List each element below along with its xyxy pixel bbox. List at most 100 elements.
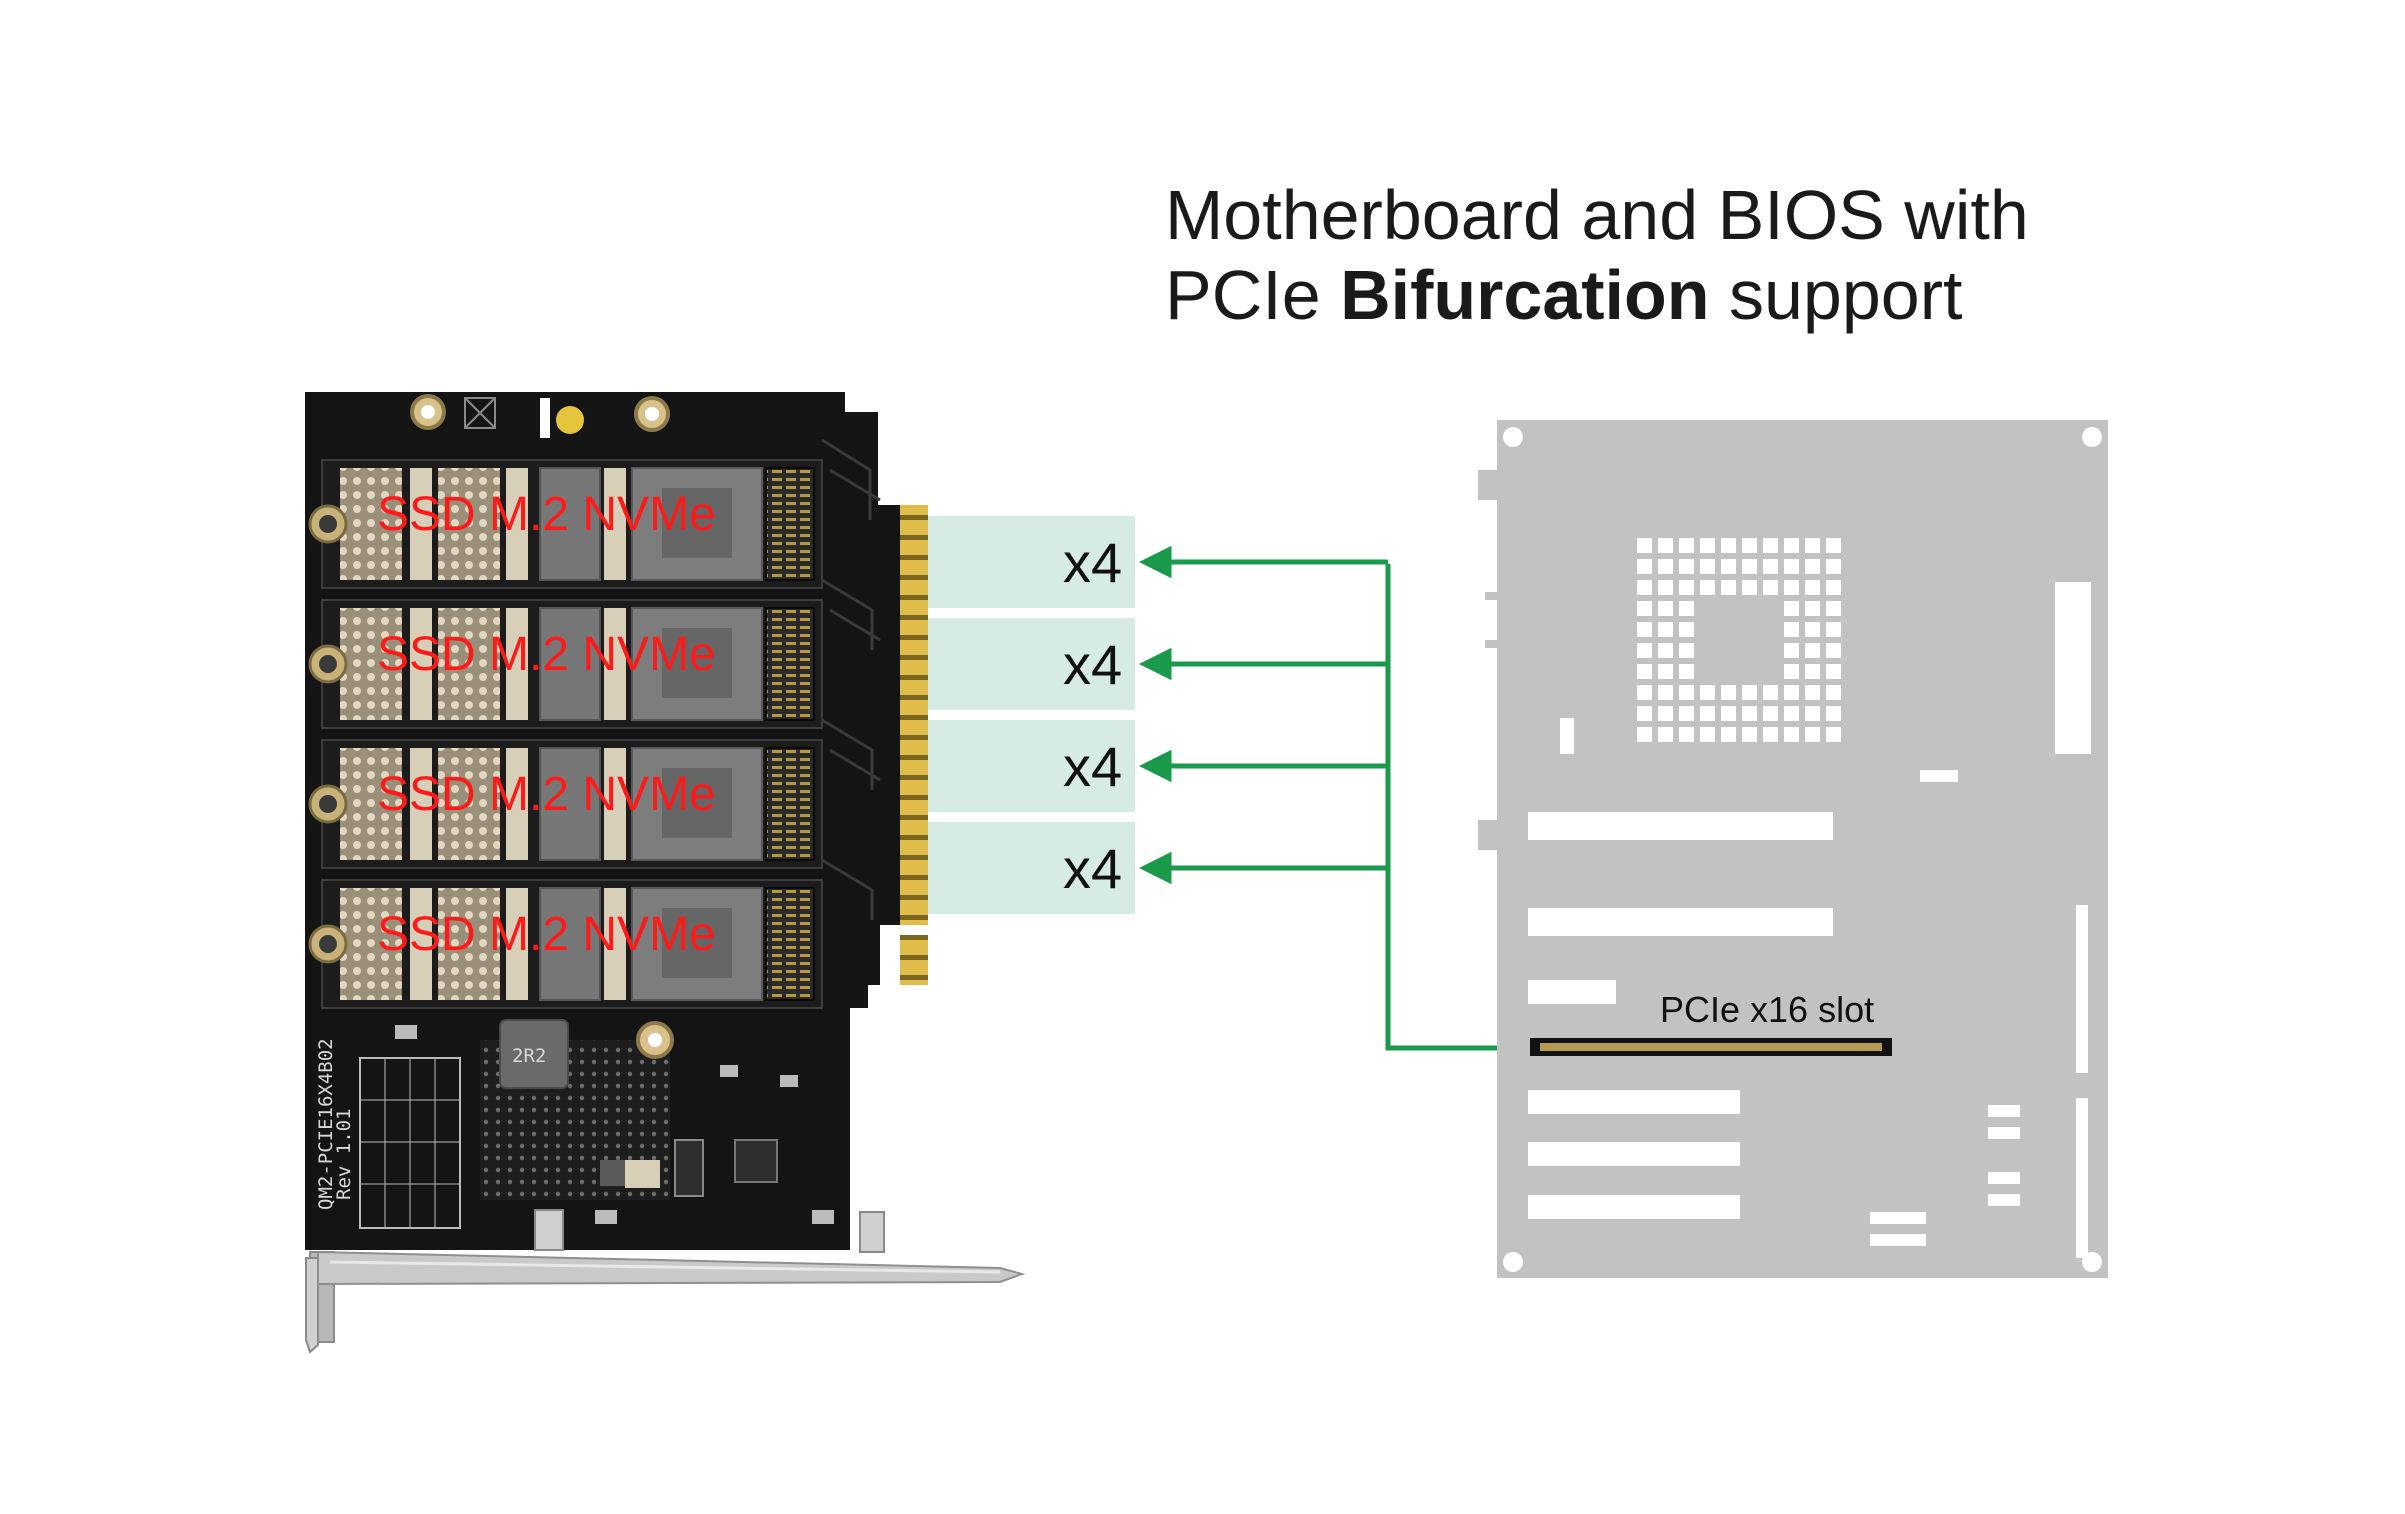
socket-pad <box>1763 727 1778 742</box>
socket-pad <box>1658 580 1673 595</box>
socket-pad <box>1742 538 1757 553</box>
socket-pad <box>1763 559 1778 574</box>
socket-pad <box>1805 601 1820 616</box>
lane-label-4: x4 <box>1063 837 1122 900</box>
header-block-4 <box>1988 1194 2020 1206</box>
socket-pad <box>1700 685 1715 700</box>
pcb-model-silkscreen: QM2-PCIE16X4B02 <box>315 1038 337 1210</box>
header-block-1 <box>1988 1105 2020 1117</box>
expansion-slot-2 <box>1528 908 1833 936</box>
socket-pad <box>1826 580 1841 595</box>
socket-pad <box>1658 685 1673 700</box>
expansion-slot-7 <box>1528 1195 1740 1219</box>
socket-pad <box>1700 727 1715 742</box>
socket-pad <box>1784 538 1799 553</box>
socket-pad <box>1763 706 1778 721</box>
socket-pad <box>1742 580 1757 595</box>
socket-pad <box>1658 706 1673 721</box>
gold-edge-connector-key <box>900 935 928 985</box>
lane-label-1: x4 <box>1063 531 1122 594</box>
socket-pad <box>1721 580 1736 595</box>
socket-pad <box>1826 601 1841 616</box>
socket-pad <box>1679 622 1694 637</box>
socket-pad <box>1742 727 1757 742</box>
socket-pad <box>1784 727 1799 742</box>
lane-label-3: x4 <box>1063 735 1122 798</box>
header-block-2 <box>1988 1127 2020 1139</box>
socket-pad <box>1805 706 1820 721</box>
mounting-hole-bl <box>1503 1252 1523 1272</box>
socket-pad <box>1805 727 1820 742</box>
pcie-slot-label: PCIe x16 slot <box>1660 989 1874 1030</box>
socket-pad <box>1658 643 1673 658</box>
header-block-5 <box>1870 1212 1926 1224</box>
lane-box-1 <box>928 516 1135 608</box>
socket-pad <box>1805 538 1820 553</box>
lane-label-2: x4 <box>1063 633 1122 696</box>
m2-slot-4 <box>308 879 823 1009</box>
socket-pad <box>1637 580 1652 595</box>
socket-pad <box>1805 622 1820 637</box>
motherboard-outline <box>1478 420 2108 1278</box>
m2-slot-1 <box>308 459 823 589</box>
socket-pad <box>1826 685 1841 700</box>
side-connector-2 <box>2076 1098 2088 1258</box>
pcb-electronics: 2R2 QM2-PCIE <box>315 1019 885 1253</box>
socket-pad <box>1637 727 1652 742</box>
socket-pad <box>1637 622 1652 637</box>
mounting-hole-tl <box>1503 427 1523 447</box>
socket-pad <box>1826 538 1841 553</box>
socket-pad <box>1784 622 1799 637</box>
header-block-3 <box>1988 1172 2020 1184</box>
socket-pad <box>1679 664 1694 679</box>
socket-pad <box>1763 538 1778 553</box>
socket-pad <box>1784 559 1799 574</box>
socket-pad <box>1637 538 1652 553</box>
socket-pad <box>1763 685 1778 700</box>
expansion-slot-3 <box>1528 980 1616 1004</box>
pcb-traces <box>821 438 881 920</box>
socket-pad <box>1658 727 1673 742</box>
m2-slot-group <box>308 459 823 1009</box>
socket-pad <box>1805 685 1820 700</box>
socket-pad <box>1658 559 1673 574</box>
socket-pad <box>1805 559 1820 574</box>
socket-pad <box>1805 580 1820 595</box>
title-bold-word: Bifurcation <box>1340 256 1710 334</box>
title-line-2-prefix: PCIe <box>1165 256 1341 334</box>
socket-pad <box>1784 580 1799 595</box>
lane-box-3 <box>928 720 1135 812</box>
socket-pad <box>1784 664 1799 679</box>
socket-pad <box>1805 643 1820 658</box>
socket-pad <box>1763 580 1778 595</box>
socket-pad <box>1658 601 1673 616</box>
mounting-hole-tr <box>2082 427 2102 447</box>
lane-box-2 <box>928 618 1135 710</box>
socket-pad <box>1679 559 1694 574</box>
arrow-trunk <box>1385 564 1497 1051</box>
socket-pad <box>1721 559 1736 574</box>
socket-pad <box>1679 538 1694 553</box>
pcb-revision-silkscreen: Rev 1.01 <box>333 1108 355 1200</box>
socket-pad <box>1637 664 1652 679</box>
socket-pad <box>1679 580 1694 595</box>
socket-pad <box>1700 580 1715 595</box>
socket-pad <box>1826 643 1841 658</box>
arrow-group <box>1139 545 1497 1051</box>
title-line-2-suffix: support <box>1709 256 1963 334</box>
socket-pad <box>1700 559 1715 574</box>
m2-slot-2 <box>308 599 823 729</box>
socket-pad <box>1658 622 1673 637</box>
socket-pad <box>1679 685 1694 700</box>
socket-pad <box>1721 538 1736 553</box>
socket-pad <box>1658 538 1673 553</box>
socket-pad <box>1721 685 1736 700</box>
socket-pad <box>1784 685 1799 700</box>
lane-3: x4 <box>928 720 1135 812</box>
ssd-label-3: SSD M.2 NVMe <box>377 768 716 821</box>
ssd-label-2: SSD M.2 NVMe <box>377 628 716 681</box>
expansion-slot-6 <box>1528 1142 1740 1166</box>
header-block-6 <box>1870 1234 1926 1246</box>
socket-pad <box>1637 559 1652 574</box>
